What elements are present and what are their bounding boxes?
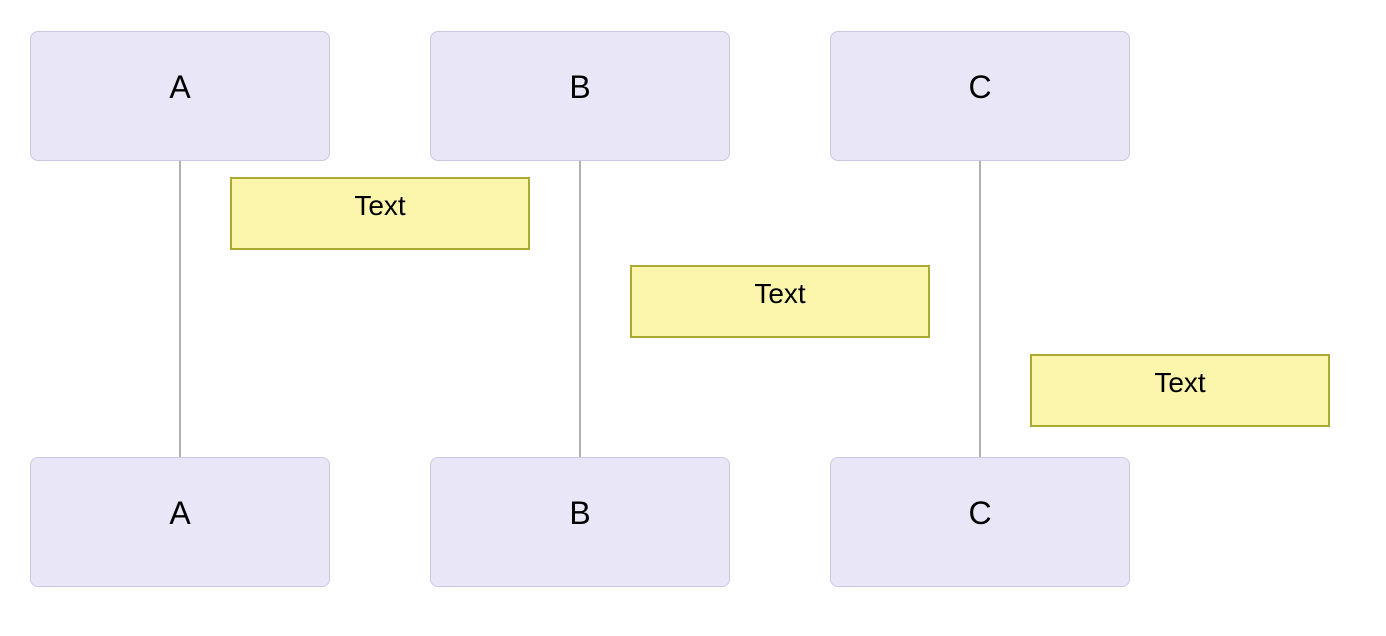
actor-label-b-bottom: B xyxy=(569,495,591,531)
actor-bottom-a: A xyxy=(30,457,330,587)
actor-bottom-b: B xyxy=(430,457,730,587)
note-text: Text xyxy=(1154,367,1206,398)
actor-bottom-c: C xyxy=(830,457,1130,587)
lifeline-b xyxy=(579,161,581,457)
actor-top-a: A xyxy=(30,31,330,161)
lifeline-c xyxy=(979,161,981,457)
actor-label-a: A xyxy=(169,69,191,105)
actor-top-b: B xyxy=(430,31,730,161)
actor-top-c: C xyxy=(830,31,1130,161)
lifeline-a xyxy=(179,161,181,457)
note-text: Text xyxy=(754,278,806,309)
actor-label-c: C xyxy=(968,69,992,105)
note-right-of-a: Text xyxy=(230,177,530,250)
note-text: Text xyxy=(354,190,406,221)
note-right-of-b: Text xyxy=(630,265,930,338)
actor-label-c-bottom: C xyxy=(968,495,992,531)
note-right-of-c: Text xyxy=(1030,354,1330,427)
actor-label-a-bottom: A xyxy=(169,495,191,531)
actor-label-b: B xyxy=(569,69,591,105)
